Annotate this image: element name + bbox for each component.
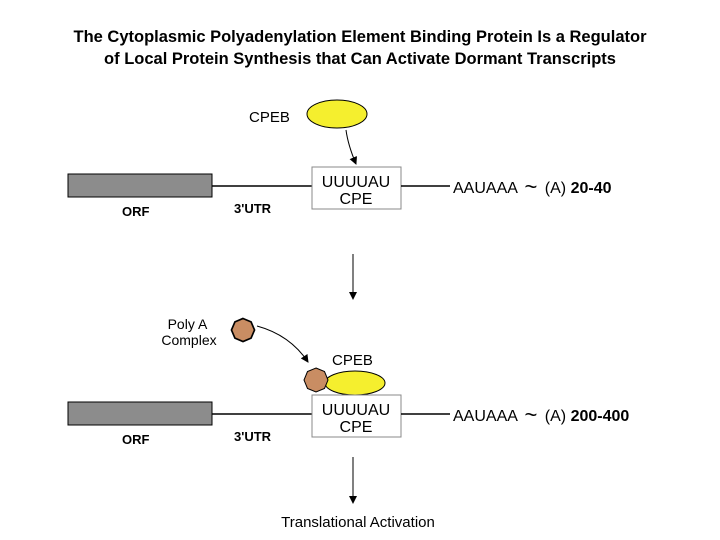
top-cpe-box bbox=[311, 166, 402, 210]
bottom-polya-signal: AAUAAA ~ (A) 200-400 bbox=[453, 402, 629, 427]
bottom-tail-length: 200-400 bbox=[571, 408, 630, 425]
top-cpeb-label: CPEB bbox=[249, 109, 290, 126]
poly-a-complex-icon bbox=[230, 317, 256, 343]
bottom-tail-prefix: (A) bbox=[545, 408, 566, 425]
top-tail-length: 20-40 bbox=[571, 180, 612, 197]
diagram-title: The Cytoplasmic Polyadenylation Element … bbox=[0, 26, 720, 70]
top-tail-prefix: (A) bbox=[545, 180, 566, 197]
bottom-cpeb-protein bbox=[324, 370, 386, 396]
bottom-orf-label: ORF bbox=[122, 432, 150, 447]
top-tilde: ~ bbox=[524, 174, 537, 199]
bottom-signal-text: AAUAAA bbox=[453, 408, 518, 425]
top-utr-label: 3'UTR bbox=[234, 201, 272, 216]
top-signal-text: AAUAAA bbox=[453, 180, 518, 197]
outcome-label: Translational Activation bbox=[281, 514, 435, 531]
bottom-cpe-box bbox=[311, 394, 402, 438]
bottom-tilde: ~ bbox=[524, 402, 537, 427]
top-cpe-sequence: UUUUAU bbox=[322, 174, 390, 191]
bottom-cpe-label: CPE bbox=[340, 419, 373, 436]
bottom-cpe-sequence: UUUUAU bbox=[322, 402, 390, 419]
title-line-2: of Local Protein Synthesis that Can Acti… bbox=[104, 50, 616, 68]
complex-label: Poly A Complex bbox=[161, 316, 216, 348]
top-orf-label: ORF bbox=[122, 204, 150, 219]
top-orf-box bbox=[67, 173, 213, 198]
complex-binding-arrow bbox=[256, 325, 309, 363]
top-polya-signal: AAUAAA ~ (A) 20-40 bbox=[453, 174, 612, 199]
bottom-poly-a-complex bbox=[303, 367, 329, 393]
complex-label-line-2: Complex bbox=[161, 332, 216, 348]
top-cpe-label: CPE bbox=[340, 191, 373, 208]
top-binding-arrow bbox=[345, 129, 357, 165]
title-line-1: The Cytoplasmic Polyadenylation Element … bbox=[73, 28, 647, 46]
bottom-orf-box bbox=[67, 401, 213, 426]
top-cpeb-protein bbox=[306, 99, 368, 129]
complex-label-line-1: Poly A bbox=[168, 316, 208, 332]
bottom-utr-label: 3'UTR bbox=[234, 429, 272, 444]
bottom-cpeb-label: CPEB bbox=[332, 352, 373, 369]
